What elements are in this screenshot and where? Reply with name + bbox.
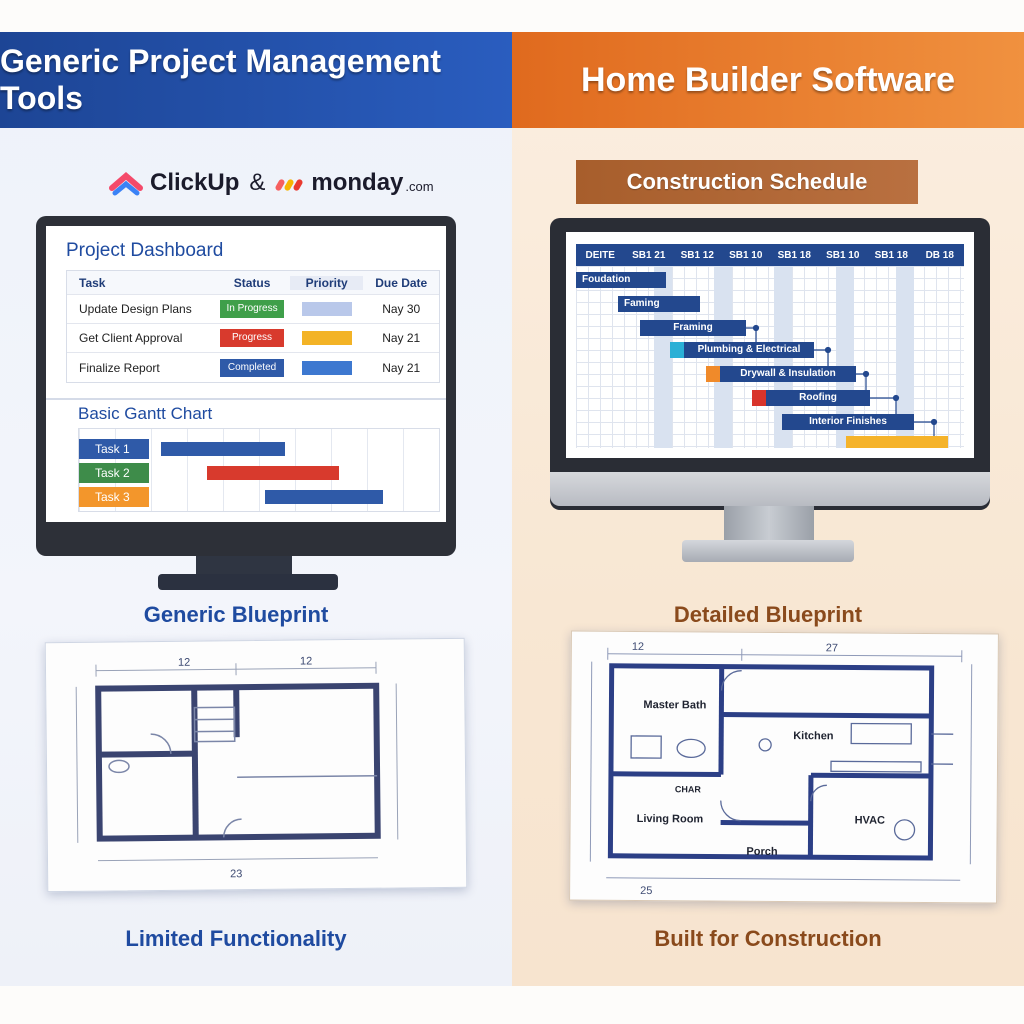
col-priority: Priority — [289, 275, 364, 290]
table-row[interactable]: Update Design Plans In Progress Nay 30 — [67, 295, 439, 324]
construction-schedule-screen: DEITE SB1 21 SB1 12 SB1 10 SB1 18 SB1 10… — [566, 232, 974, 458]
detailed-blueprint-sheet: 12 27 25 — [569, 630, 999, 904]
priority-bar — [301, 360, 352, 375]
section-divider — [46, 398, 446, 400]
task-dependency-lines — [746, 324, 938, 436]
schedule-title: Construction Schedule — [576, 160, 918, 204]
detailed-floorplan-drawing: 12 27 25 — [589, 641, 973, 897]
room-label-kitchen: Kitchen — [793, 730, 834, 742]
task-name: Get Client Approval — [79, 331, 183, 345]
room-label-porch: Porch — [746, 846, 778, 858]
home-builder-banner: Home Builder Software — [512, 32, 1024, 128]
clickup-logo-icon — [109, 172, 143, 196]
priority-bar — [301, 302, 352, 316]
schedule-task-bar[interactable]: Roofing — [766, 390, 870, 406]
generic-blueprint-title: Generic Blueprint — [143, 602, 329, 627]
dimension-label: 12 — [178, 657, 190, 669]
room-label-living-room: Living Room — [637, 813, 704, 825]
schedule-header-cell: DEITE — [585, 249, 615, 261]
dashboard-title: Project Dashboard — [66, 240, 224, 261]
schedule-header-cell: SB1 18 — [874, 249, 908, 261]
schedule-task-bar[interactable]: Framing — [640, 320, 746, 336]
status-badge: Progress — [220, 329, 285, 347]
schedule-header: DEITE SB1 21 SB1 12 SB1 10 SB1 18 SB1 10… — [576, 244, 964, 266]
left-monitor: Project Dashboard Task Status Priority D… — [36, 216, 456, 556]
due-date: Nay 21 — [382, 360, 421, 375]
left-monitor-neck — [196, 556, 292, 578]
col-due: Due Date — [375, 275, 428, 290]
right-monitor-base — [682, 540, 854, 562]
dimension-label: 12 — [300, 655, 312, 667]
milestone-strip — [846, 436, 948, 448]
task-name: Update Design Plans — [79, 302, 192, 316]
status-badge: Completed — [220, 358, 285, 377]
task-accent — [706, 366, 720, 382]
room-label-master-bath: Master Bath — [643, 699, 706, 711]
schedule-task-bar[interactable]: Faming — [618, 296, 700, 312]
schedule-header-cell: SB1 21 — [632, 249, 666, 261]
gantt-bar[interactable] — [265, 490, 383, 504]
task-name: Finalize Report — [79, 360, 160, 375]
basic-gantt-chart: Task 1 Task 2 Task 3 — [78, 428, 440, 512]
gantt-bar[interactable] — [207, 466, 339, 480]
col-task: Task — [79, 275, 106, 290]
gantt-title: Basic Gantt Chart — [78, 404, 213, 423]
room-label-char: CHAR — [675, 784, 702, 794]
gantt-task-label: Task 2 — [79, 463, 149, 483]
table-row[interactable]: Finalize Report Completed Nay 21 — [67, 353, 439, 382]
table-row[interactable]: Get Client Approval Progress Nay 21 — [67, 324, 439, 353]
brand-ampersand: & — [249, 169, 266, 196]
schedule-header-cell: SB1 10 — [826, 249, 860, 261]
col-status: Status — [233, 275, 271, 290]
schedule-task-bar[interactable]: Plumbing & Electrical — [684, 342, 814, 358]
generic-tools-panel: Generic Project Management Tools ClickUp… — [0, 32, 512, 986]
generic-floorplan-drawing: 12 12 23 — [75, 655, 399, 880]
project-dashboard-screen: Project Dashboard Task Status Priority D… — [46, 226, 446, 522]
schedule-task-bar[interactable]: Foudation — [576, 272, 666, 288]
generic-tools-banner: Generic Project Management Tools — [0, 32, 512, 128]
schedule-header-cell: SB1 18 — [777, 249, 811, 261]
dimension-label: 25 — [640, 885, 652, 897]
home-builder-panel: Home Builder Software Construction Sched… — [512, 32, 1024, 986]
monday-logo-icon — [275, 179, 303, 191]
detailed-blueprint-title: Detailed Blueprint — [673, 602, 863, 627]
left-monitor-base — [158, 574, 338, 590]
task-accent — [670, 342, 684, 358]
generic-footer: Limited Functionality — [125, 926, 347, 951]
room-label-hvac: HVAC — [855, 814, 885, 826]
priority-bar — [301, 331, 352, 345]
due-date: Nay 30 — [382, 302, 421, 316]
dimension-label: 12 — [632, 641, 644, 653]
right-monitor-chin — [550, 472, 990, 506]
task-table-header: Task Status Priority Due Date — [67, 271, 439, 295]
schedule-header-cell: DB 18 — [925, 249, 954, 261]
monday-wordmark: monday — [311, 169, 404, 196]
dimension-label: 27 — [826, 642, 838, 654]
task-table: Task Status Priority Due Date Update Des… — [66, 270, 440, 383]
brand-logos: ClickUp & monday .com — [108, 168, 434, 198]
right-monitor-neck — [724, 506, 814, 546]
dimension-label: 23 — [230, 868, 242, 880]
home-builder-footer: Built for Construction — [654, 926, 882, 951]
gantt-bar[interactable] — [161, 442, 285, 456]
task-accent — [752, 390, 766, 406]
generic-blueprint-sheet: 12 12 23 — [44, 637, 468, 893]
schedule-header-cell: SB1 12 — [680, 249, 714, 261]
gantt-task-label: Task 3 — [79, 487, 149, 507]
gantt-task-label: Task 1 — [79, 439, 149, 459]
schedule-task-bar[interactable]: Drywall & Insulation — [720, 366, 856, 382]
schedule-header-cell: SB1 10 — [729, 249, 763, 261]
status-badge: In Progress — [220, 300, 285, 318]
clickup-wordmark: ClickUp — [150, 169, 240, 196]
schedule-task-bar[interactable]: Interior Finishes — [782, 414, 914, 430]
due-date: Nay 21 — [382, 331, 421, 345]
monday-suffix: .com — [405, 179, 434, 194]
